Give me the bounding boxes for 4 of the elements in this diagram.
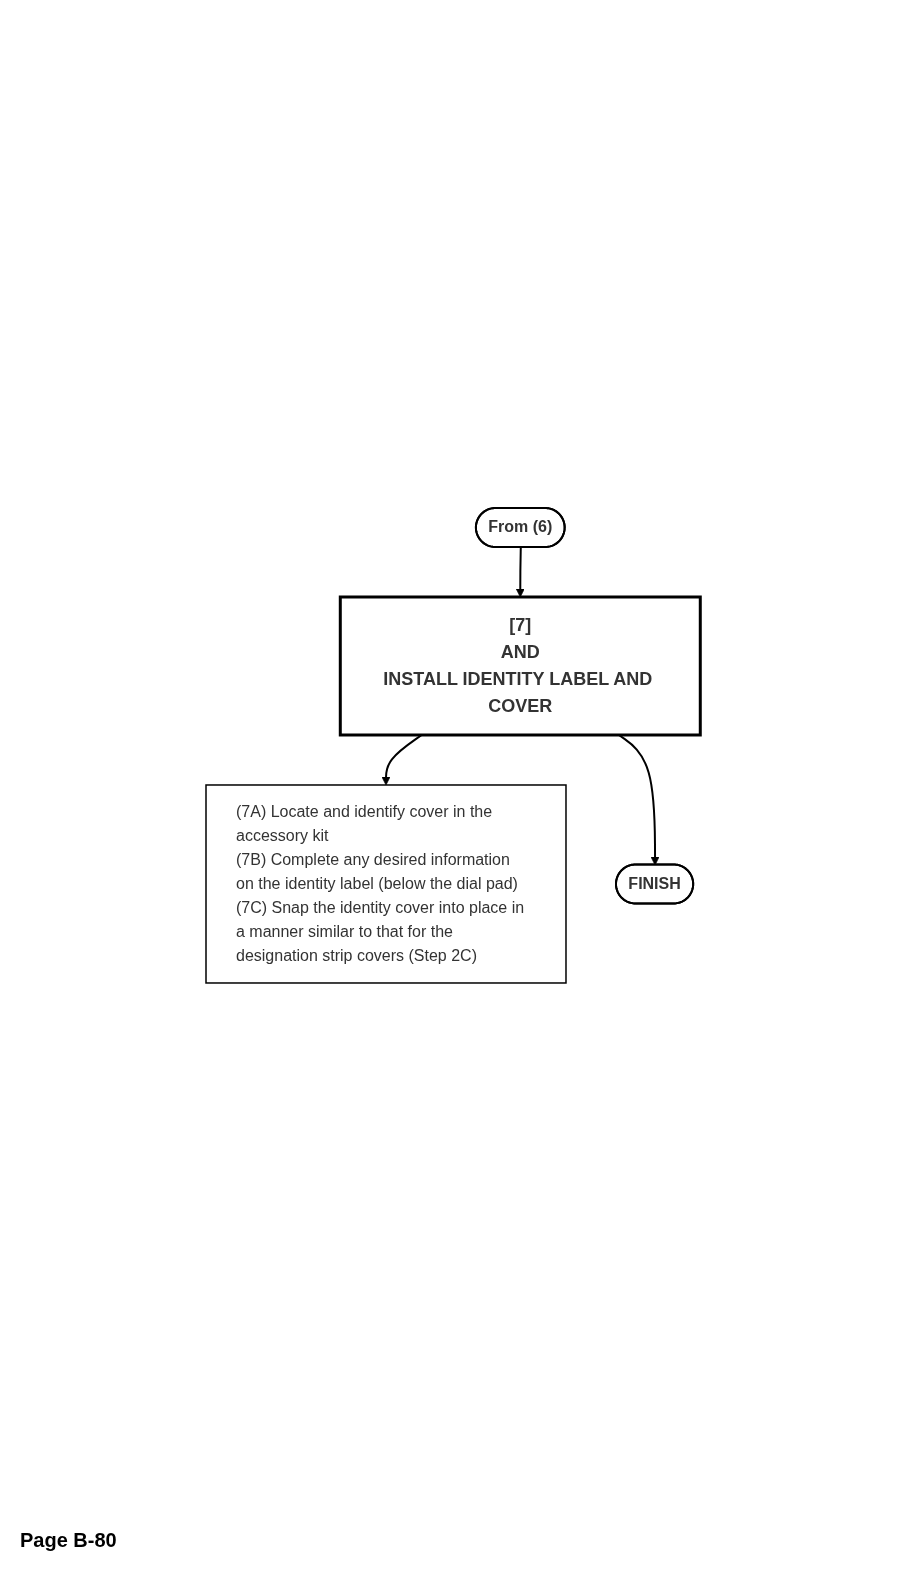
page-number: Page B-80 — [20, 1529, 117, 1552]
node-box: [7] AND INSTALL IDENTITY LABEL AND COVER — [339, 595, 703, 736]
node-box: (7A) Locate and identify cover in the accessory kit (7B) Complete any desired information on the identity label (below the dial pad) (7C) Snap the identity cover into place in a manner similar to that for the designation strip covers (Step 2C) — [205, 783, 568, 984]
arrow — [516, 546, 526, 597]
